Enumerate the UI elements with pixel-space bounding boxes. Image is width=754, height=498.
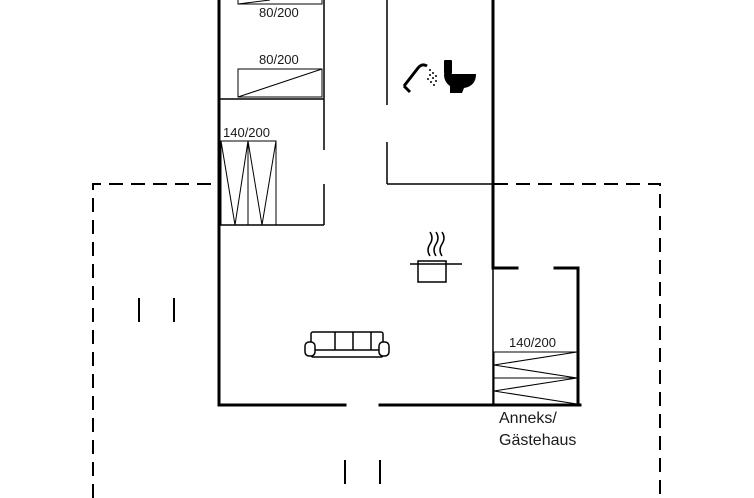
bedroom-walls: [219, 0, 325, 226]
bed-double-main: [220, 140, 277, 226]
annex-label-line1: Anneks/: [499, 410, 557, 427]
bed-double-annex: [493, 351, 578, 405]
annex-label-line2: Gästehaus: [499, 432, 576, 449]
bed-label-double-main: 140/200: [223, 125, 270, 140]
bed-single-second: [237, 68, 323, 98]
main-walls: [217, 0, 582, 407]
terrace-posts: [138, 298, 381, 484]
bathroom-walls: [386, 0, 493, 185]
shower-icon: [402, 63, 437, 94]
bed-single-top: [237, 0, 323, 5]
sofa-icon: [304, 331, 390, 358]
bed-label-second-single: 80/200: [259, 52, 299, 67]
cooking-pot-icon: [410, 231, 462, 283]
terrace-outline: [92, 183, 661, 498]
bed-label-top-single: 80/200: [259, 5, 299, 20]
bed-label-double-annex: 140/200: [509, 335, 556, 350]
toilet-icon: [444, 60, 476, 93]
